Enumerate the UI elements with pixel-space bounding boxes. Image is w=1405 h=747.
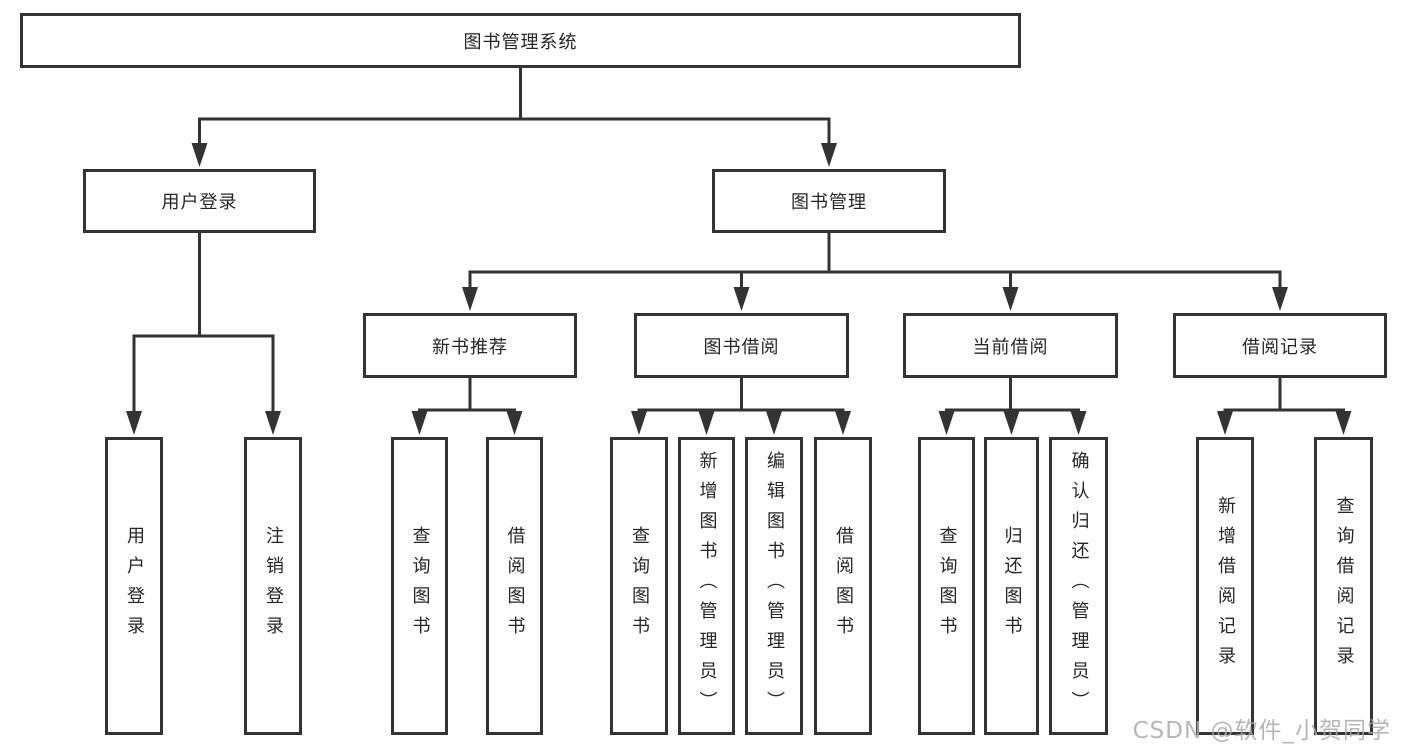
diagram-node-leaf-query-book-2: 查询图书 — [610, 437, 668, 735]
node-label: 编辑图书（管理员） — [764, 451, 785, 721]
node-label: 查询图书 — [409, 526, 431, 646]
node-label: 查询借阅记录 — [1333, 496, 1355, 676]
diagram-node-book-mgmt: 图书管理 — [712, 169, 946, 233]
node-label: 借阅图书 — [833, 526, 854, 646]
arrowhead-icon — [766, 411, 782, 435]
diagram-node-user-login: 用户登录 — [83, 169, 316, 233]
diagram-node-leaf-logout: 注销登录 — [244, 437, 302, 735]
diagram-node-leaf-confirm-return: 确认归还（管理员） — [1049, 437, 1108, 735]
arrowhead-icon — [1335, 411, 1352, 435]
node-label: 查询图书 — [629, 526, 650, 646]
arrowhead-icon — [462, 287, 478, 311]
node-label: 新书推荐 — [432, 336, 508, 358]
arrowhead-icon — [265, 411, 281, 435]
node-label: 注销登录 — [263, 526, 284, 646]
arrowhead-icon — [506, 411, 523, 435]
node-label: 用户登录 — [161, 192, 238, 213]
diagram-node-root: 图书管理系统 — [20, 13, 1021, 68]
arrowhead-icon — [835, 411, 851, 435]
diagram-node-current-borrow: 当前借阅 — [903, 313, 1118, 378]
node-label: 归还图书 — [1001, 526, 1023, 646]
node-label: 用户登录 — [124, 526, 145, 646]
arrowhead-icon — [1272, 287, 1288, 311]
diagram-node-leaf-query-borrow-record: 查询借阅记录 — [1314, 437, 1373, 735]
node-label: 新增借阅记录 — [1215, 496, 1236, 676]
node-label: 图书管理 — [791, 192, 867, 213]
diagram-node-leaf-query-book-3: 查询图书 — [918, 437, 975, 735]
diagram-node-leaf-borrow-book-1: 借阅图书 — [486, 437, 543, 735]
arrowhead-icon — [126, 411, 142, 435]
diagram-node-leaf-add-borrow-record: 新增借阅记录 — [1196, 437, 1254, 735]
arrowhead-icon — [938, 411, 955, 435]
arrowhead-icon — [698, 411, 715, 435]
diagram-node-leaf-return-book: 归还图书 — [984, 437, 1039, 735]
node-label: 借阅图书 — [504, 526, 526, 646]
arrowhead-icon — [1002, 287, 1019, 311]
diagram-node-leaf-edit-book: 编辑图书（管理员） — [745, 437, 803, 735]
diagram-node-new-book-rec: 新书推荐 — [363, 313, 577, 378]
node-label: 新增图书（管理员） — [696, 451, 718, 721]
arrowhead-icon — [733, 287, 750, 311]
node-label: 确认归还（管理员） — [1068, 451, 1090, 721]
diagram-node-leaf-add-book: 新增图书（管理员） — [678, 437, 735, 735]
node-label: 借阅记录 — [1242, 336, 1318, 358]
node-label: 查询图书 — [936, 526, 958, 646]
arrowhead-icon — [191, 143, 208, 167]
diagram-node-book-borrow: 图书借阅 — [634, 313, 849, 378]
node-label: 图书借阅 — [703, 336, 780, 358]
diagram-node-leaf-query-book-1: 查询图书 — [391, 437, 448, 735]
node-label: 当前借阅 — [972, 336, 1049, 358]
arrowhead-icon — [821, 143, 837, 167]
diagram-node-leaf-user-login: 用户登录 — [105, 437, 163, 735]
diagram-node-leaf-borrow-book-2: 借阅图书 — [814, 437, 872, 735]
arrowhead-icon — [411, 411, 428, 435]
arrowhead-icon — [1003, 411, 1020, 435]
node-label: 图书管理系统 — [463, 31, 578, 53]
arrowhead-icon — [1217, 411, 1233, 435]
diagram-node-borrow-records: 借阅记录 — [1173, 313, 1387, 378]
arrowhead-icon — [1070, 411, 1087, 435]
arrowhead-icon — [631, 411, 647, 435]
